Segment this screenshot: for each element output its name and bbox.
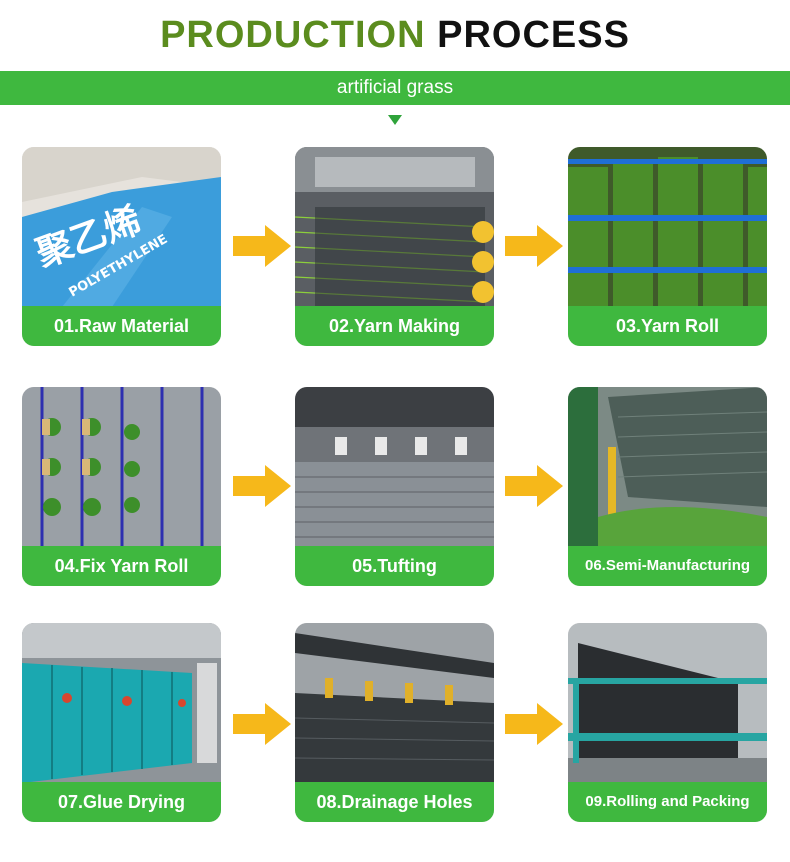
step-card-glue-drying: 07.Glue Drying	[22, 623, 221, 822]
step-label: 07.Glue Drying	[22, 782, 221, 822]
right-arrow-icon	[233, 225, 291, 267]
step-label: 01.Raw Material	[22, 306, 221, 346]
step-card-rolling-and-packing: 09.Rolling and Packing	[568, 623, 767, 822]
title-word-process: PROCESS	[437, 14, 630, 56]
step-label: 05.Tufting	[295, 546, 494, 586]
glue-drying-photo	[22, 623, 221, 783]
right-arrow-icon	[233, 703, 291, 745]
step-card-tufting: 05.Tufting	[295, 387, 494, 586]
step-card-raw-material: 聚乙烯 POLYETHYLENE 01.Raw Material	[22, 147, 221, 346]
semi-manufacturing-photo	[568, 387, 767, 547]
tufting-photo	[295, 387, 494, 547]
right-arrow-icon	[233, 465, 291, 507]
step-card-drainage-holes: 08.Drainage Holes	[295, 623, 494, 822]
step-label: 06.Semi-Manufacturing	[568, 546, 767, 586]
fix-yarn-roll-photo	[22, 387, 221, 547]
raw-material-photo: 聚乙烯 POLYETHYLENE	[22, 147, 221, 307]
yarn-making-photo	[295, 147, 494, 307]
subtitle-text: artificial grass	[336, 77, 454, 98]
right-arrow-icon	[505, 225, 563, 267]
title-word-production: PRODUCTION	[160, 14, 426, 56]
right-arrow-icon	[505, 703, 563, 745]
right-arrow-icon	[505, 465, 563, 507]
step-label: 03.Yarn Roll	[568, 306, 767, 346]
step-card-semi-manufacturing: 06.Semi-Manufacturing	[568, 387, 767, 586]
step-label: 08.Drainage Holes	[295, 782, 494, 822]
rolling-and-packing-photo	[568, 623, 767, 783]
down-triangle-icon	[388, 115, 402, 125]
step-label: 02.Yarn Making	[295, 306, 494, 346]
yarn-roll-photo	[568, 147, 767, 307]
drainage-holes-photo	[295, 623, 494, 783]
subtitle-band: artificial grass	[0, 71, 790, 105]
step-card-yarn-roll: 03.Yarn Roll	[568, 147, 767, 346]
page-title: PRODUCTION PROCESS	[0, 14, 790, 57]
step-card-yarn-making: 02.Yarn Making	[295, 147, 494, 346]
step-label: 09.Rolling and Packing	[568, 782, 767, 822]
step-card-fix-yarn-roll: 04.Fix Yarn Roll	[22, 387, 221, 586]
step-label: 04.Fix Yarn Roll	[22, 546, 221, 586]
